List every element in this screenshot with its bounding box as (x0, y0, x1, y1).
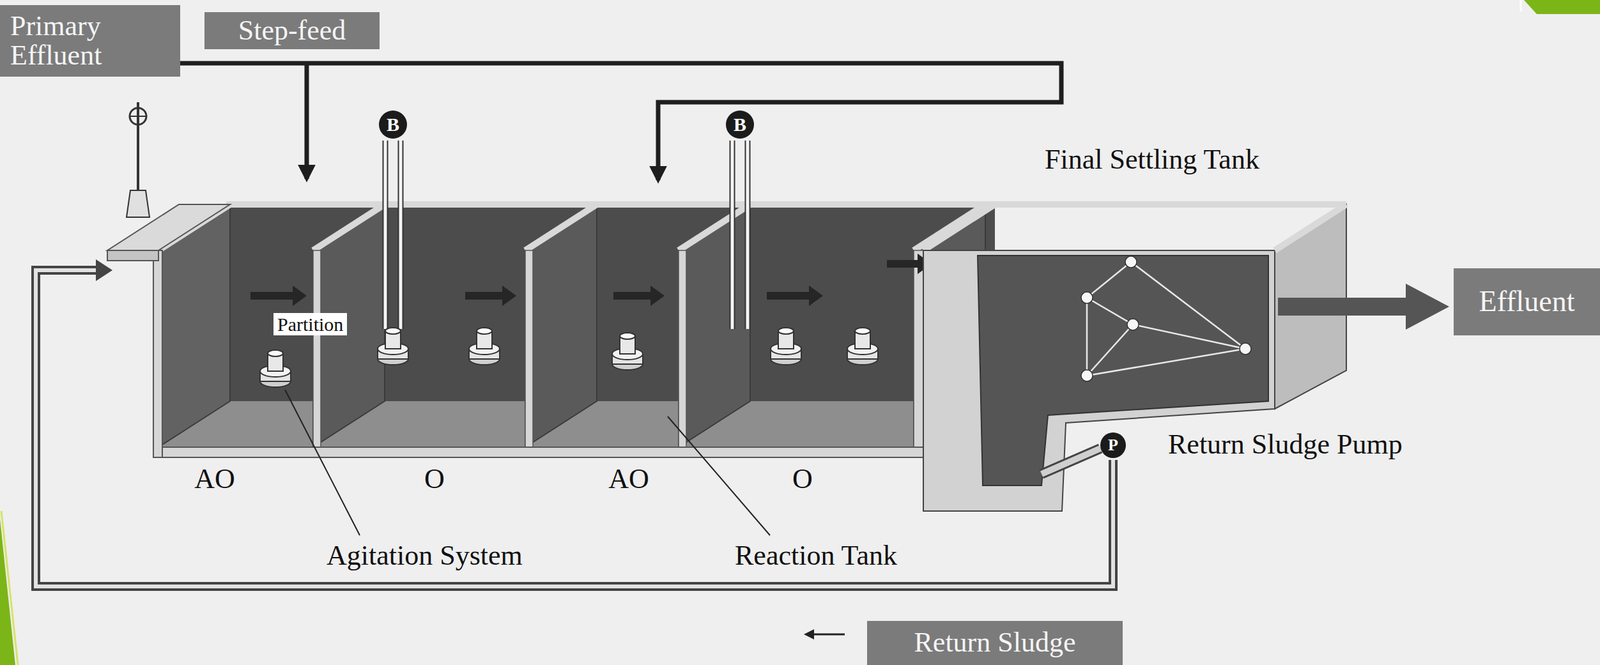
symbol-letter: B (386, 114, 400, 135)
symbol-letter: P (1107, 436, 1119, 454)
tank-rim (525, 204, 597, 251)
box-label: Return Sludge (914, 628, 1077, 658)
tank-rim (913, 204, 986, 251)
slide-corner-tab (1523, 0, 1600, 15)
valve-body (126, 190, 150, 218)
valve-wheel (129, 107, 147, 125)
sludge-pipe (1041, 448, 1101, 475)
tank-wall-edge (153, 250, 163, 458)
slide-rule (1520, 0, 1523, 12)
inlet-label-box: Primary Effluent (0, 5, 181, 77)
tank-rim (226, 201, 997, 208)
return-sludge-label-box: Return Sludge (867, 621, 1123, 665)
flow-direction-arrow (803, 629, 845, 640)
tank-rim (923, 249, 1275, 252)
tank-rim (1274, 204, 1347, 251)
tank-rim (994, 201, 1347, 208)
tank-partition-wall (525, 204, 597, 448)
flow-arrow (250, 253, 975, 307)
blower-symbol: B (725, 109, 755, 140)
air-pipe (385, 140, 748, 330)
scraper-sprocket (1081, 256, 1252, 382)
circle-fill (378, 110, 408, 139)
tank-rim (923, 204, 995, 251)
box-label: Step-feed (238, 15, 347, 46)
part-name-label: Partition (273, 313, 347, 336)
tank-name-label: Final Settling Tank (1044, 144, 1260, 176)
inlet-platform (107, 250, 159, 261)
return-sludge-pipe (35, 259, 1114, 587)
part-name-label: Agitation System (326, 540, 523, 572)
settling-tank (923, 204, 1347, 512)
step-feed-label-box: Step-feed (204, 12, 380, 50)
box-label: Primary Effluent (10, 11, 170, 71)
reaction-tank (107, 204, 997, 458)
pump-name-label: Return Sludge Pump (1168, 429, 1403, 461)
slide-rule (1, 511, 18, 665)
inlet-valve (126, 102, 150, 218)
partition-edge (525, 250, 533, 453)
partition-edge (313, 250, 321, 453)
tank-partition-wall (678, 204, 751, 448)
valve-wheel (129, 115, 147, 117)
tank-shell (923, 250, 1275, 512)
effluent-label-box: Effluent (1453, 268, 1600, 336)
part-name-label: Reaction Tank (734, 540, 898, 572)
slide-corner-wedge (0, 518, 16, 665)
partition-edge (678, 250, 687, 453)
blower-symbol: B (378, 109, 408, 140)
effluent-arrow (1277, 283, 1450, 330)
agitator-symbol (260, 327, 878, 388)
circle-fill (725, 110, 754, 139)
scraper-chain (1086, 261, 1246, 376)
tank-wall-edge (913, 250, 924, 453)
zone-label: O (424, 463, 445, 495)
circle-fill (1100, 432, 1126, 459)
pump-symbol: P (1099, 431, 1127, 459)
sludge-pipe (1041, 448, 1101, 475)
tank-rim (678, 204, 751, 251)
zone-label: AO (608, 463, 650, 495)
inlet-platform (107, 204, 231, 251)
zone-label: O (792, 463, 813, 495)
tank-rim (313, 204, 385, 251)
symbol-letter: B (733, 114, 747, 135)
step-feed-pipe (180, 63, 1062, 181)
zone-label: AO (194, 463, 236, 495)
box-label: Effluent (1479, 286, 1576, 317)
leader-line (284, 389, 770, 536)
tank-base-frame (153, 447, 927, 458)
